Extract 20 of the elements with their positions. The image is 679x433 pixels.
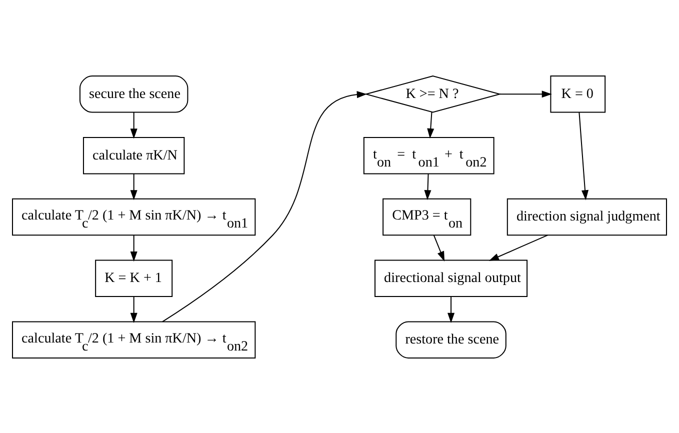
arrow [427, 112, 434, 138]
node-box: directional signal output [374, 259, 528, 297]
arrow [162, 90, 367, 322]
arrow [130, 112, 138, 138]
node-box: K = 0 [550, 75, 606, 112]
arrow [130, 296, 138, 323]
node-box: secure the scene [79, 75, 188, 112]
arrow [424, 173, 432, 200]
arrow [500, 90, 552, 98]
arrow [488, 234, 548, 260]
node-box: direction signal judgment [506, 198, 667, 236]
arrow [578, 112, 589, 200]
node-box: calculate πK/N [82, 136, 185, 174]
arrow [130, 173, 138, 200]
arrow [130, 234, 138, 262]
node-diamond: K >= N ? [364, 75, 502, 112]
node-box: K = K + 1 [95, 259, 173, 297]
arrow [448, 296, 455, 323]
arrow [433, 234, 445, 261]
node-box: restore the scene [396, 320, 506, 358]
